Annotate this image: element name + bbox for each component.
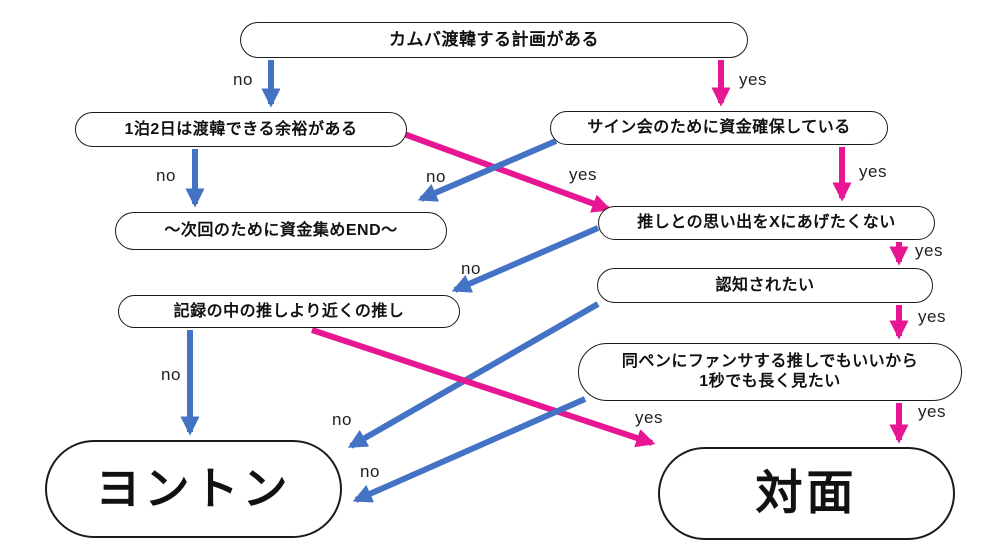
edge-label-dopen-taimen: yes	[918, 402, 946, 421]
node-x: 推しとの思い出をXにあげたくない	[598, 206, 935, 240]
node-end-text: ～次回のために資金集めEND～	[164, 222, 398, 239]
edge-label-start-funds: yes	[739, 70, 767, 89]
edge-label-x-kiroku: no	[461, 259, 481, 278]
edge-funds-end	[421, 138, 558, 202]
edge-label-trip-end: no	[156, 166, 176, 185]
node-dopen: 同ペンにファンサする推しでもいいから 1秒でも長く見たい	[578, 343, 962, 401]
edge-x-kiroku	[455, 225, 600, 293]
edge-label-trip-x: yes	[569, 165, 597, 184]
node-kiroku: 記録の中の推しより近くの推し	[118, 295, 460, 328]
node-taimen: 対面	[658, 447, 955, 540]
edge-trip-x	[402, 131, 608, 209]
node-end: ～次回のために資金集めEND～	[115, 212, 447, 250]
node-yonton: ヨントン	[45, 440, 342, 538]
node-taimen-text: 対面	[755, 466, 858, 520]
edge-label-start-trip: no	[233, 70, 253, 89]
edge-label-x-ninchi: yes	[915, 241, 943, 260]
edge-label-kiroku-taimen: yes	[635, 408, 663, 427]
edge-kiroku-taimen	[311, 327, 652, 443]
node-yonton-text: ヨントン	[95, 462, 292, 514]
node-start: カムバ渡韓する計画がある	[240, 22, 748, 58]
edge-label-funds-end: no	[426, 167, 446, 186]
edge-dopen-yonton	[356, 396, 587, 503]
node-dopen-text: 同ペンにファンサする推しでもいいから	[621, 353, 919, 370]
node-trip: 1泊2日は渡韓できる余裕がある	[75, 112, 407, 147]
edge-ninchi-yonton	[351, 301, 600, 449]
node-funds-text: サイン会のために資金確保している	[587, 119, 851, 136]
node-kiroku-text: 記録の中の推しより近くの推し	[173, 302, 405, 320]
edge-label-ninchi-yonton: no	[332, 410, 352, 429]
node-dopen-text: 1秒でも長く見たい	[699, 373, 841, 390]
node-funds: サイン会のために資金確保している	[550, 111, 888, 145]
node-trip-text: 1泊2日は渡韓できる余裕がある	[124, 120, 358, 138]
node-ninchi-text: 認知されたい	[715, 276, 815, 294]
edge-label-dopen-yonton: no	[360, 462, 380, 481]
node-ninchi: 認知されたい	[597, 268, 933, 303]
edge-label-kiroku-yonton: no	[161, 365, 181, 384]
node-start-text: カムバ渡韓する計画がある	[389, 30, 599, 50]
edge-label-funds-x: yes	[859, 162, 887, 181]
edge-label-ninchi-dopen: yes	[918, 307, 946, 326]
node-x-text: 推しとの思い出をXにあげたくない	[637, 214, 896, 231]
